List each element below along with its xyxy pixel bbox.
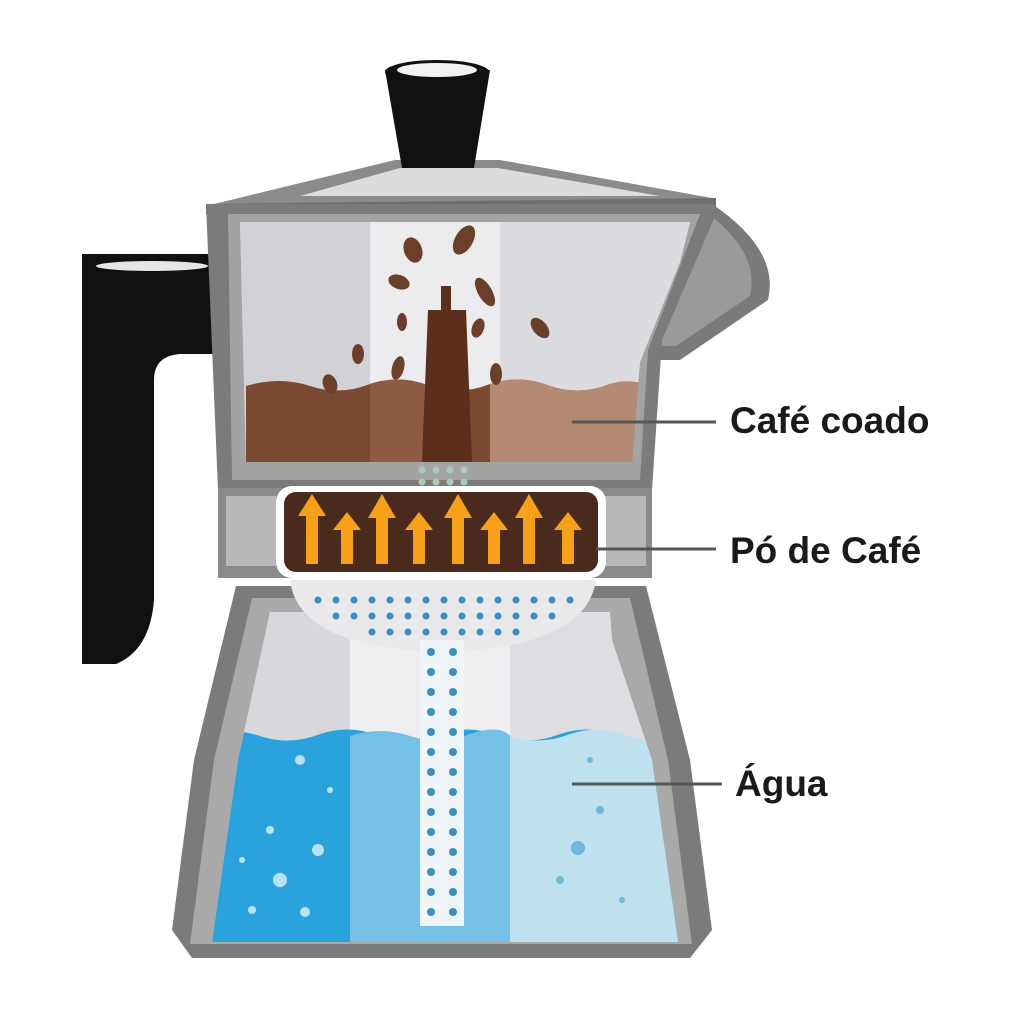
leader-lines: [572, 420, 722, 786]
filter-dots-upper: [418, 466, 468, 486]
label-brewed-coffee: Café coado: [730, 400, 930, 441]
brewed-coffee: [246, 379, 650, 462]
knob: [385, 60, 490, 168]
handle: [82, 254, 224, 664]
label-water: Água: [735, 763, 828, 804]
pressure-arrows: [298, 494, 582, 564]
funnel: [290, 580, 596, 652]
coffee-splashes: [322, 225, 550, 394]
coffee-tube: [422, 286, 472, 462]
coffee-grounds: [276, 486, 606, 578]
label-coffee-grounds: Pó de Café: [730, 530, 922, 571]
water-tube: [420, 640, 464, 926]
